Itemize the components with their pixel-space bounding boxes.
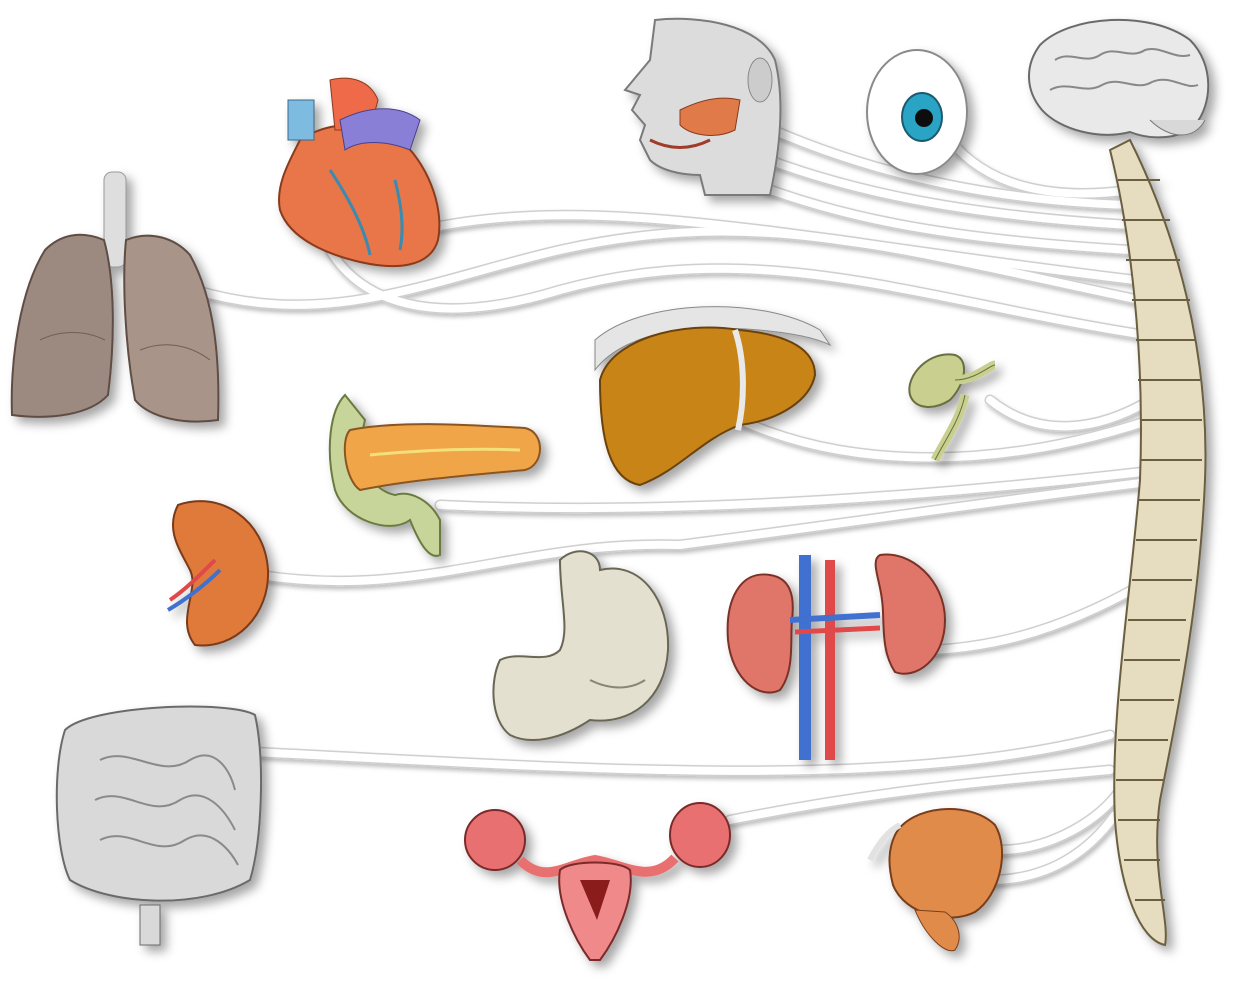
liver-icon: [595, 307, 830, 485]
pancreas-icon: [330, 395, 540, 556]
spleen-icon: [168, 501, 268, 645]
spine-icon: [1110, 140, 1205, 945]
gallbladder-icon: [909, 354, 995, 460]
heart-icon: [279, 78, 439, 266]
brain-icon: [1029, 20, 1208, 137]
lungs-icon: [12, 172, 219, 422]
stomach-icon: [493, 551, 668, 740]
intestines-icon: [57, 707, 261, 945]
bladder-icon: [870, 809, 1002, 951]
uterus-icon: [465, 803, 730, 960]
eye-icon: [867, 50, 967, 174]
kidneys-icon: [728, 554, 945, 760]
head-profile-icon: [625, 19, 780, 195]
